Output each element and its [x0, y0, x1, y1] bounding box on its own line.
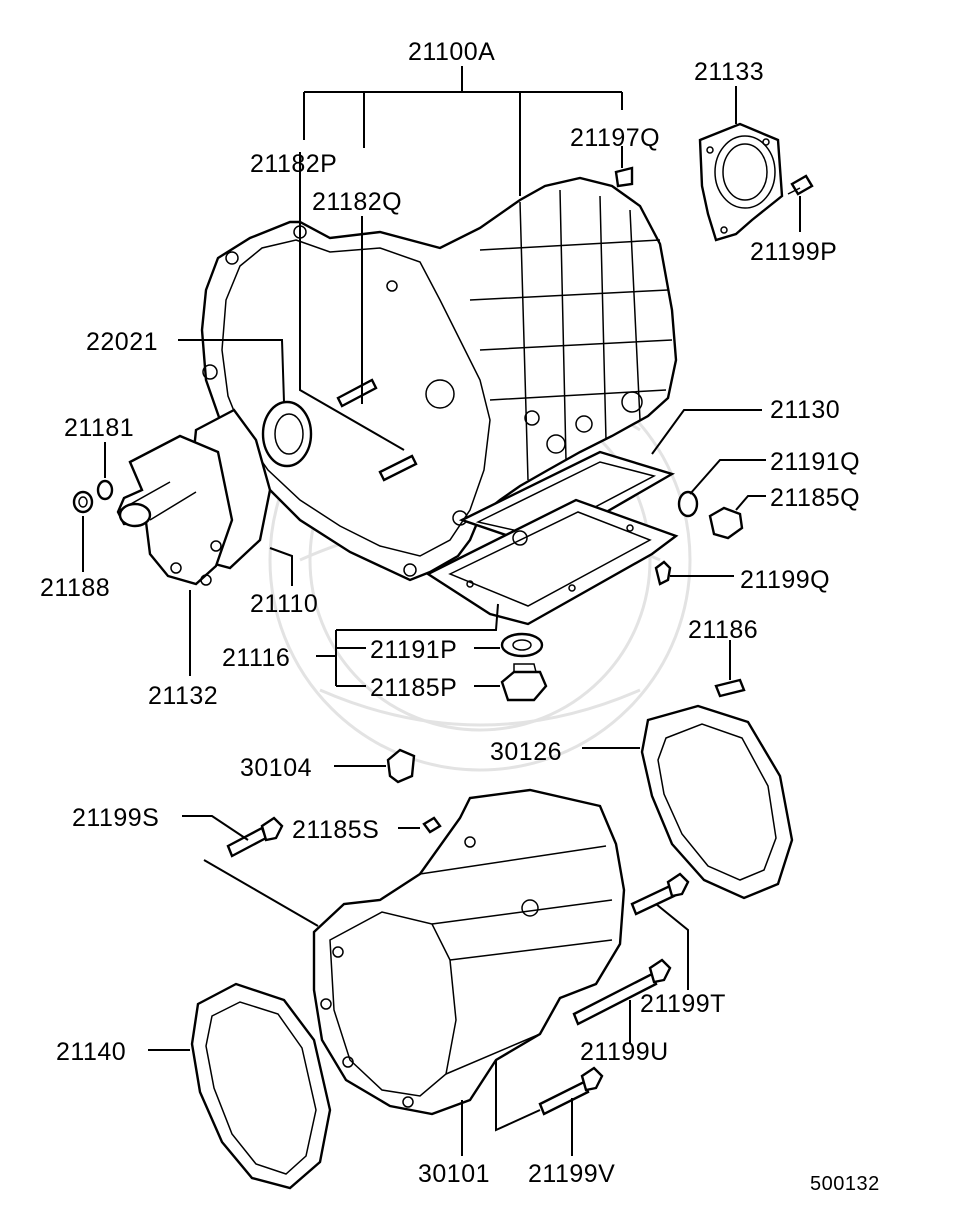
diagram-id: 500132: [810, 1173, 880, 1195]
label-21199Q: 21199Q: [740, 566, 830, 594]
snap-ring-21181[interactable]: [96, 479, 114, 501]
label-21185Q: 21185Q: [770, 484, 860, 512]
washer-21191P[interactable]: [500, 632, 544, 658]
label-21197Q: 21197Q: [570, 124, 660, 152]
label-21182P: 21182P: [250, 150, 337, 178]
bolt-21199U[interactable]: [572, 958, 672, 1026]
label-21181: 21181: [64, 414, 134, 442]
plate-21133[interactable]: [698, 122, 784, 242]
label-30101: 30101: [418, 1160, 490, 1188]
label-21185P: 21185P: [370, 674, 457, 702]
plug-21185Q[interactable]: [708, 506, 744, 540]
label-21199V: 21199V: [528, 1160, 615, 1188]
bolt-21199V[interactable]: [538, 1066, 604, 1116]
clip-21185S[interactable]: [422, 816, 442, 834]
washer-21191Q[interactable]: [677, 490, 699, 518]
label-21140: 21140: [56, 1038, 126, 1066]
label-21199S: 21199S: [72, 804, 159, 832]
transmission-case[interactable]: [200, 176, 678, 582]
label-21188: 21188: [40, 574, 110, 602]
label-21130: 21130: [770, 396, 840, 424]
label-21132: 21132: [148, 682, 218, 710]
pin-21186[interactable]: [714, 678, 746, 698]
label-21199U: 21199U: [580, 1038, 669, 1066]
label-30126: 30126: [490, 738, 562, 766]
label-21186: 21186: [688, 616, 758, 644]
plug-21197Q[interactable]: [614, 166, 634, 188]
nut-21188[interactable]: [72, 490, 94, 514]
leader-lines: [82, 66, 801, 1156]
label-22021: 22021: [86, 328, 158, 356]
label-21110: 21110: [250, 590, 318, 618]
bolt-21199P[interactable]: [787, 174, 814, 196]
bolt-21199T[interactable]: [630, 872, 690, 916]
label-21133: 21133: [694, 58, 764, 86]
label-21185S: 21185S: [292, 816, 379, 844]
label-21191Q: 21191Q: [770, 448, 860, 476]
bolt-21199S[interactable]: [226, 816, 284, 858]
label-21199P: 21199P: [750, 238, 837, 266]
oil-pan[interactable]: [425, 498, 679, 626]
gasket-30126[interactable]: [640, 704, 794, 900]
plug-30104[interactable]: [386, 748, 416, 784]
extension-housing-30101[interactable]: [312, 788, 626, 1116]
bearing-retainer-21132[interactable]: [116, 434, 234, 586]
oil-seal-22021[interactable]: [261, 400, 313, 468]
label-21182Q: 21182Q: [312, 188, 402, 216]
plug-21185P[interactable]: [500, 663, 548, 702]
bolt-21199Q[interactable]: [654, 560, 672, 586]
gasket-21140[interactable]: [190, 982, 332, 1190]
label-21199T: 21199T: [640, 990, 726, 1018]
part-labels: 21100A 21133 21197Q 21182P 21182Q 21199P…: [40, 38, 880, 1195]
label-21191P: 21191P: [370, 636, 457, 664]
label-21116: 21116: [222, 644, 290, 672]
label-30104: 30104: [240, 754, 312, 782]
stud-bolts[interactable]: [336, 378, 418, 482]
label-21100A: 21100A: [408, 38, 495, 66]
